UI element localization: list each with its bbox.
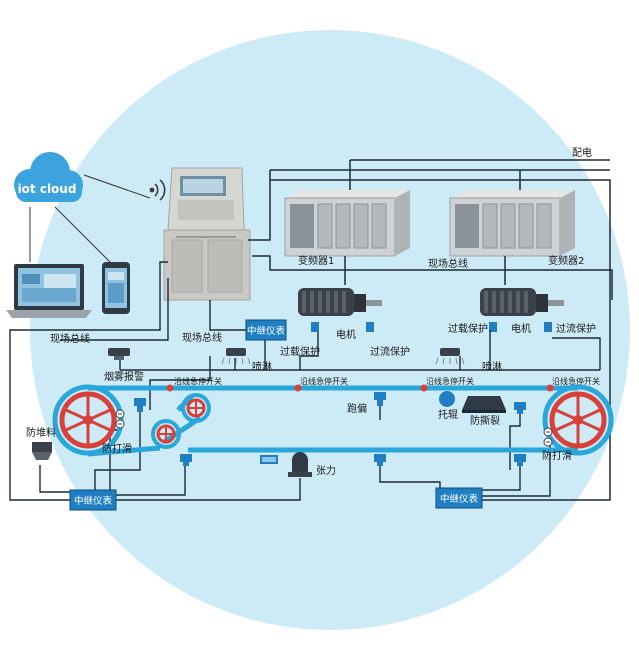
laptop-icon [6,264,92,318]
field-bus-center-label: 现场总线 [428,257,468,270]
relay-box-right: 中继仪表 [435,487,483,509]
pull-switch-dots [166,384,554,392]
motor-2-label: 电机 [511,322,531,335]
relay-box-top: 中继仪表 [245,319,287,341]
pulley-lower-small [151,419,181,449]
inverter-1-label: 变频器1 [298,254,334,267]
overload-sensor-1 [311,322,319,332]
inverter-2-label: 变频器2 [548,254,584,267]
spray-left-label: 喷淋 [252,360,272,373]
power-lines [248,159,611,501]
pull-switch-3-label: 沿线急停开关 [426,376,474,386]
field-bus-console-label: 现场总线 [182,331,222,344]
motor-2-overload-label: 过载保护 [448,322,488,335]
tension-label: 张力 [316,464,336,477]
tear-detector-icon [462,396,506,413]
smoke-alarm-icon [108,348,130,360]
pull-switch-1-label: 沿线急停开关 [174,376,222,386]
relay-box-right-label: 中继仪表 [440,493,479,505]
overcurrent-sensor-1 [366,322,374,332]
relay-box-top-label: 中继仪表 [247,325,286,337]
power-label: 配电 [572,146,592,159]
deviation-label: 跑偏 [347,402,367,415]
motor-1-overload-label: 过载保护 [280,345,320,358]
cloud-link-line [83,174,151,199]
tension-sensor-icon [260,452,312,477]
slip-right-label: 防打滑 [542,449,572,462]
pull-switch-2-label: 沿线急停开关 [300,376,348,386]
drive-drum-right [542,384,614,456]
field-bus-left-label: 现场总线 [50,332,90,345]
overload-sensor-2 [489,322,497,332]
relay-box-left-label: 中继仪表 [74,495,113,507]
cloud-label: iot cloud [18,182,77,196]
overcurrent-sensor-2 [544,322,552,332]
slip-right-icon [543,427,553,447]
motor-2-icon [480,288,564,316]
belt-sensors [134,392,526,466]
inverter-1-icon [284,190,410,257]
relay-box-left: 中继仪表 [69,489,117,511]
spray-right-label: 喷淋 [482,360,502,373]
motor-1-overcurrent-label: 过流保护 [370,345,410,358]
slip-left-label: 防打滑 [102,442,132,455]
wifi-icon [149,179,166,201]
spray-left-icon [221,348,251,365]
pile-sensor-icon [32,442,52,460]
inverter-2-icon [449,190,575,257]
iot-cloud-icon: iot cloud [14,152,83,202]
spray-right-icon [435,348,465,365]
motor-1-icon [298,288,382,316]
motor-2-overcurrent-label: 过流保护 [556,322,596,335]
idler-icon [439,391,455,407]
pulley-upper-small [181,393,211,423]
cloud-phone-line [54,206,111,263]
smoke-alarm-label: 烟雾报警 [104,370,144,383]
idler-label: 托辊 [438,408,458,421]
slip-left-icon [115,409,125,429]
tear-label: 防撕裂 [470,414,500,427]
motor-1-label: 电机 [336,328,356,341]
pile-label: 防堆料 [26,426,56,439]
field-bus-lines [252,255,613,300]
phone-icon [102,262,130,314]
control-console [163,167,251,301]
pull-switch-4-label: 沿线急停开关 [552,376,600,386]
